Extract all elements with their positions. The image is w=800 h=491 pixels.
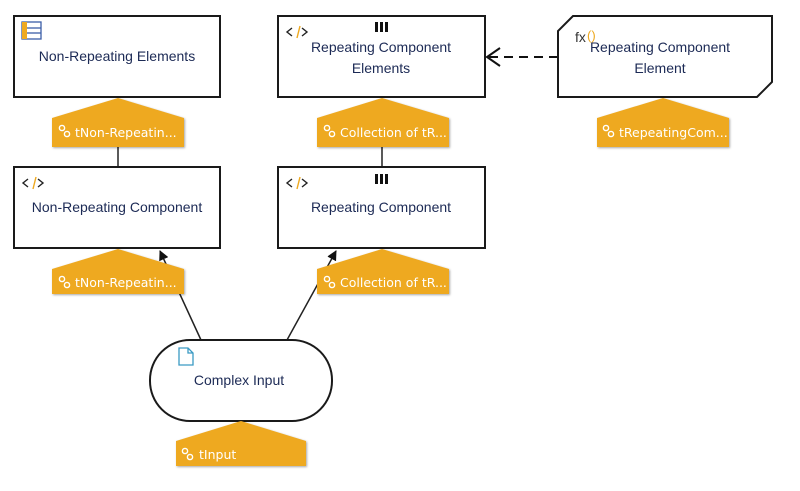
type-ref-label: tNon-Repeatin... (75, 275, 177, 290)
type-ref-label: tNon-Repeatin... (75, 125, 177, 140)
node-label: Repeating Component (311, 199, 451, 215)
code-icon (21, 176, 45, 190)
link-icon (181, 447, 194, 461)
edge-input-to-repeating-component[interactable] (286, 250, 337, 341)
function-icon: fx () (575, 28, 596, 45)
relation-table-icon (21, 21, 42, 40)
node-label: Non-Repeating Elements (39, 48, 195, 64)
node-complex-input[interactable]: Complex Input (149, 339, 333, 422)
code-icon (285, 176, 309, 190)
type-tag-repeating-component[interactable]: Collection of tR... (317, 249, 449, 294)
link-icon (602, 124, 615, 138)
node-repeating-component-elements[interactable]: Repeating Component Elements (277, 15, 486, 98)
node-label-line2: Elements (352, 60, 410, 76)
link-icon (323, 124, 336, 138)
svg-text:(): () (587, 28, 596, 43)
node-label-line1: Repeating Component (311, 39, 451, 55)
node-label-line1: Repeating Component (590, 39, 730, 55)
type-tag-complex-input[interactable]: tInput (176, 421, 306, 466)
link-icon (58, 275, 71, 289)
node-label: Non-Repeating Component (32, 199, 203, 215)
type-ref-label: tInput (199, 447, 236, 462)
type-tag-non-repeating-component[interactable]: tNon-Repeatin... (52, 249, 184, 294)
node-label: Complex Input (194, 372, 284, 388)
type-ref-label: tRepeatingCom... (619, 125, 728, 140)
code-icon (285, 25, 309, 39)
type-tag-repeating-component-elements[interactable]: Collection of tR... (317, 98, 449, 147)
document-icon (178, 347, 194, 366)
type-ref-label: Collection of tR... (340, 275, 447, 290)
type-ref-label: Collection of tR... (340, 125, 447, 140)
type-tag-repeating-component-element[interactable]: tRepeatingCom... (597, 98, 729, 147)
collection-icon (375, 174, 388, 184)
type-tag-non-repeating-elements[interactable]: tNon-Repeatin... (52, 98, 184, 147)
node-repeating-component[interactable]: Repeating Component (277, 166, 486, 249)
svg-text:fx: fx (575, 29, 586, 45)
knowledge-requirement-edge[interactable] (485, 47, 558, 67)
link-icon (58, 124, 71, 138)
link-icon (323, 275, 336, 289)
node-non-repeating-elements[interactable]: Non-Repeating Elements (13, 15, 221, 98)
collection-icon (375, 22, 388, 32)
node-label-line2: Element (634, 60, 685, 76)
node-non-repeating-component[interactable]: Non-Repeating Component (13, 166, 221, 249)
node-repeating-component-element[interactable]: fx () Repeating Component Element (557, 15, 773, 98)
